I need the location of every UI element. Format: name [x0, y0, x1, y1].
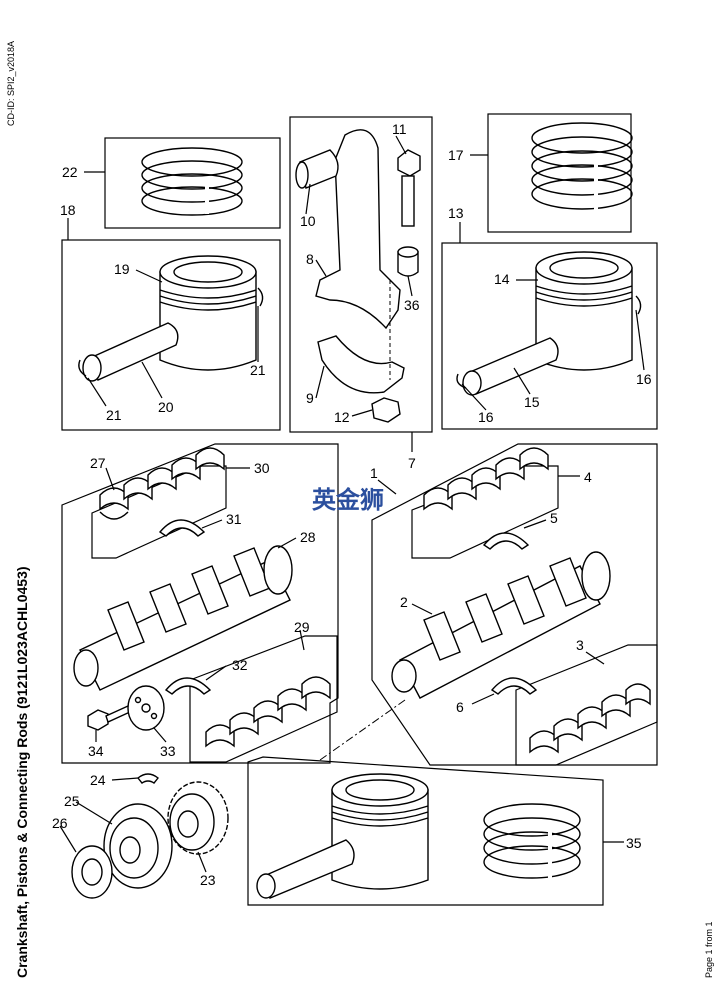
- woodruff-key-icon-24: [137, 773, 159, 784]
- callout-33: 33: [160, 743, 176, 759]
- bolt-icon-34: [87, 705, 131, 731]
- callout-6: 6: [456, 699, 464, 715]
- crankshaft-icon-2: [391, 551, 611, 699]
- callout-22: 22: [62, 164, 78, 180]
- pulley-icon-25: [103, 803, 173, 889]
- callout-16-left: 16: [478, 409, 494, 425]
- piston-icon-35: [331, 773, 429, 890]
- piston-icon-19: [159, 255, 257, 371]
- callout-14: 14: [494, 271, 510, 287]
- crankshaft-gear-icon-23: [167, 781, 229, 855]
- callout-36: 36: [404, 297, 420, 313]
- callout-24: 24: [90, 772, 106, 788]
- conrod-cap-icon-9: [317, 335, 405, 394]
- callout-1: 1: [370, 465, 378, 481]
- callout-21-left: 21: [106, 407, 122, 423]
- callout-15: 15: [524, 394, 540, 410]
- callout-23: 23: [200, 872, 216, 888]
- callout-18: 18: [60, 202, 76, 218]
- callout-19: 19: [114, 261, 130, 277]
- callout-11: 11: [392, 121, 407, 137]
- watermark-logo: 英金狮: [312, 486, 384, 514]
- connecting-rod-icon-8: [315, 129, 401, 330]
- piston-pin-icon-15: [462, 337, 559, 396]
- piston-assembly-frame-18: [61, 239, 281, 431]
- thrust-washer-icon-32: [164, 677, 212, 695]
- small-end-bush-icon-10: [295, 149, 339, 189]
- circlip-icon-16-right: [635, 295, 642, 315]
- callout-12: 12: [334, 409, 350, 425]
- crankshaft-assembly-frame-left: [61, 443, 339, 764]
- connecting-rod-frame-7: [289, 116, 433, 433]
- conrod-bearing-shells-icon-29: [205, 676, 331, 748]
- callout-3: 3: [576, 637, 584, 653]
- callout-21-right: 21: [250, 362, 266, 378]
- callout-32: 32: [232, 657, 248, 673]
- callout-8: 8: [306, 251, 314, 267]
- callout-5: 5: [550, 510, 558, 526]
- callout-35: 35: [626, 835, 642, 851]
- conrod-bearing-frame-3: [515, 644, 658, 766]
- callout-30: 30: [254, 460, 270, 476]
- callout-31: 31: [226, 511, 242, 527]
- callout-17: 17: [448, 147, 464, 163]
- piston-rings-icon-35: [483, 803, 581, 880]
- callout-29: 29: [294, 619, 310, 635]
- callout-4: 4: [584, 469, 592, 485]
- piston-rings-icon-22: [141, 147, 243, 216]
- callout-34: 34: [88, 743, 104, 759]
- callout-27: 27: [90, 455, 106, 471]
- main-bearing-shells-icon-27: [99, 447, 225, 520]
- circlip-icon-21-left: [78, 359, 87, 377]
- callout-13: 13: [448, 205, 464, 221]
- circlip-icon-16-left: [456, 373, 467, 389]
- piston-ring-set-frame-22: [104, 137, 281, 229]
- callout-2: 2: [400, 594, 408, 610]
- main-bearing-frame-30: [91, 465, 227, 559]
- conrod-nut-icon-12: [371, 397, 401, 423]
- callout-20: 20: [158, 399, 174, 415]
- piston-assembly-frame-13: [441, 242, 658, 430]
- piston-pin-icon-20: [82, 322, 179, 382]
- callout-labels: 1 2 3 4 5 6 7 8 9 10 11 12 13 14 15 16 1…: [52, 121, 652, 888]
- main-bearing-shells-icon-4: [423, 447, 549, 511]
- thrust-washer-icon-6: [490, 677, 538, 695]
- callout-7: 7: [408, 455, 416, 471]
- thrust-washer-icon-26: [71, 845, 113, 899]
- piston-ring-set-frame-17: [487, 113, 632, 233]
- conrod-bearing-shells-icon-3: [529, 683, 651, 754]
- conrod-bearing-frame-29: [189, 635, 338, 763]
- piston-icon-14: [535, 251, 633, 371]
- thrust-washer-icon-5: [482, 532, 530, 550]
- leader-lines: [59, 135, 645, 873]
- conrod-bolt-icon-11: [397, 149, 421, 227]
- piston-pin-icon-35: [256, 839, 355, 899]
- callout-26: 26: [52, 815, 68, 831]
- dowel-sleeve-icon-36: [397, 246, 419, 277]
- circlip-icon-21-right: [257, 287, 264, 307]
- flange-washer-icon-33: [127, 685, 165, 731]
- thrust-washer-icon-31: [158, 519, 206, 537]
- callout-28: 28: [300, 529, 316, 545]
- callout-9: 9: [306, 390, 314, 406]
- callout-10: 10: [300, 213, 316, 229]
- crankshaft-assembly-frame-right: [371, 443, 658, 766]
- callout-16-right: 16: [636, 371, 652, 387]
- crankshaft-icon-28: [73, 545, 293, 691]
- piston-rings-icon-17: [531, 122, 633, 212]
- callout-25: 25: [64, 793, 80, 809]
